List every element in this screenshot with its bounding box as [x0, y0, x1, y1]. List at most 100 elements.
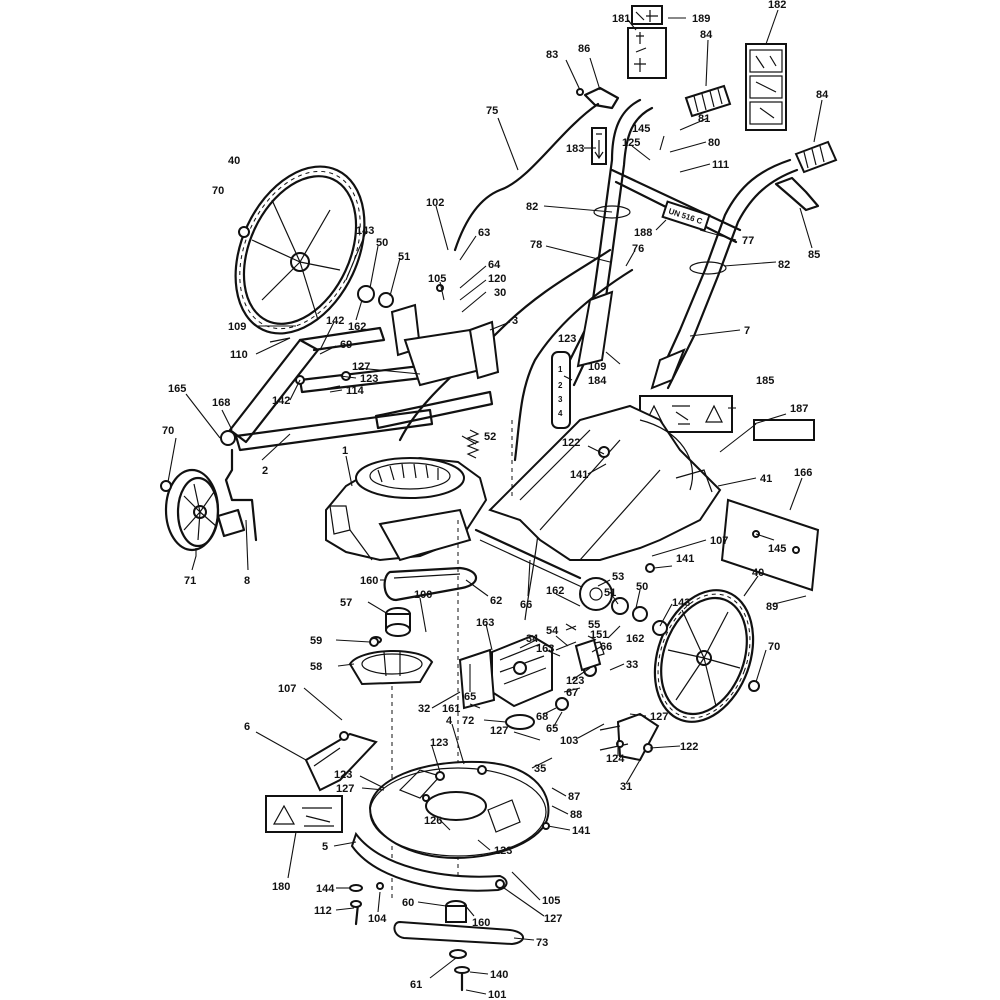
callout-180: 180	[272, 881, 290, 893]
callout-85: 85	[808, 249, 820, 261]
callout-32: 32	[418, 703, 430, 715]
callout-31: 31	[620, 781, 632, 793]
front-axle-assembly	[216, 285, 500, 542]
callout-127: 127	[352, 361, 370, 373]
callout-70: 70	[212, 185, 224, 197]
callout-160: 160	[360, 575, 378, 587]
rear-wheel-right	[653, 589, 755, 723]
callout-141-c: 141	[572, 825, 590, 837]
callout-125: 125	[622, 137, 640, 149]
rear-housing	[488, 404, 722, 561]
engine	[325, 456, 488, 602]
front-wheel-small	[164, 468, 220, 552]
callout-127-b: 127	[650, 711, 668, 723]
callout-73: 73	[536, 937, 548, 949]
height-scale-4: 4	[558, 409, 563, 418]
callout-107: 107	[710, 535, 728, 547]
callout-140: 140	[490, 969, 508, 981]
callout-5: 5	[322, 841, 328, 853]
callout-127-e: 127	[544, 913, 562, 925]
callout-144: 144	[316, 883, 335, 895]
callout-labels: 181 189 182 86 84 84 83 75 81 145 125 80…	[162, 0, 829, 1000]
callout-51: 51	[398, 251, 410, 263]
callout-61: 61	[410, 979, 422, 991]
decal-187	[753, 419, 815, 441]
callout-78: 78	[530, 239, 542, 251]
callout-54: 54	[546, 625, 559, 637]
warning-decal-180	[265, 795, 343, 833]
callout-1: 1	[342, 445, 348, 457]
callout-123-c: 123	[566, 675, 584, 687]
brake-lever	[774, 176, 820, 212]
callout-62: 62	[490, 595, 502, 607]
callout-163: 163	[476, 617, 494, 629]
callout-188: 188	[634, 227, 652, 239]
height-scale-3: 3	[558, 395, 563, 404]
callout-123: 123	[558, 333, 576, 345]
callout-71: 71	[184, 575, 196, 587]
callout-141-b: 141	[676, 553, 694, 565]
callout-8: 8	[244, 575, 250, 587]
callout-84: 84	[700, 29, 713, 41]
height-scale-decal: 1 2 3 4	[551, 351, 571, 429]
callout-143: 143	[356, 225, 374, 237]
callout-87: 87	[568, 791, 580, 803]
callout-127-c: 127	[490, 725, 508, 737]
callout-105-b: 105	[542, 895, 560, 907]
callout-66-b: 66	[600, 641, 612, 653]
callout-104: 104	[368, 913, 387, 925]
decal-183	[591, 127, 607, 165]
rear-flap	[720, 498, 820, 592]
callout-122-b: 122	[680, 741, 698, 753]
callout-60: 60	[402, 897, 414, 909]
callout-126: 126	[424, 815, 442, 827]
callout-86: 86	[578, 43, 590, 55]
left-grip	[684, 84, 732, 118]
callout-34: 34	[526, 633, 539, 645]
callout-4: 4	[446, 715, 453, 727]
callout-165: 165	[168, 383, 186, 395]
callout-82-b: 82	[778, 259, 790, 271]
callout-145: 145	[632, 123, 650, 135]
callout-141: 141	[570, 469, 588, 481]
callout-187: 187	[790, 403, 808, 415]
callout-70-b: 70	[162, 425, 174, 437]
callout-84-b: 84	[816, 89, 829, 101]
callout-112: 112	[314, 905, 332, 917]
callout-3: 3	[512, 315, 518, 327]
callout-40: 40	[228, 155, 240, 167]
callout-35: 35	[534, 763, 546, 775]
callout-142: 142	[326, 315, 344, 327]
callout-109: 109	[228, 321, 246, 333]
callout-162: 162	[348, 321, 366, 333]
callout-72: 72	[462, 715, 474, 727]
callout-67: 67	[566, 687, 578, 699]
callout-142-b: 142	[272, 395, 290, 407]
callout-69: 69	[340, 339, 352, 351]
callout-111: 111	[712, 159, 729, 171]
gearbox	[458, 625, 602, 730]
pulley-stack	[348, 607, 434, 686]
callout-68: 68	[536, 711, 548, 723]
callout-7: 7	[744, 325, 750, 337]
callout-63: 63	[478, 227, 490, 239]
callout-145-b: 145	[768, 543, 786, 555]
callout-6: 6	[244, 721, 250, 733]
callout-77: 77	[742, 235, 754, 247]
callout-64: 64	[488, 259, 501, 271]
callout-50-b: 50	[636, 581, 648, 593]
callout-40-b: 40	[752, 567, 764, 579]
right-grip	[794, 140, 838, 174]
decal-181	[627, 27, 667, 79]
callout-89: 89	[766, 601, 778, 613]
callout-30: 30	[494, 287, 506, 299]
callout-107-b: 107	[278, 683, 296, 695]
callout-101: 101	[488, 989, 506, 1000]
callout-65: 65	[464, 691, 476, 703]
height-scale-1: 1	[558, 365, 563, 374]
callout-162-c: 162	[626, 633, 644, 645]
callout-161: 161	[442, 703, 460, 715]
decal-189	[631, 5, 663, 25]
callout-127-d: 127	[336, 783, 354, 795]
callout-123-f: 123	[494, 845, 512, 857]
